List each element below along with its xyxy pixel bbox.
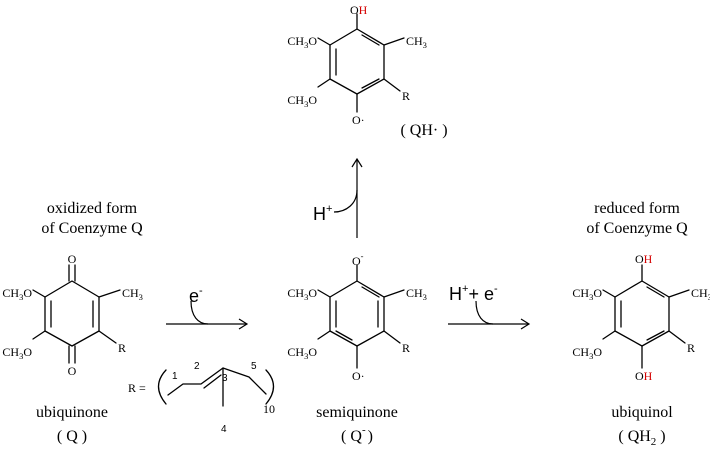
semiquinone-methyl: CH3 [406,286,427,302]
proton-electron-label: H++ e- [449,283,498,304]
ubiquinone-bottom-oxygen: O [68,364,77,378]
chain-carbon-number-3: 3 [222,373,228,384]
reduction-arrow-electron: e- [166,285,249,330]
semiquinone-name: semiquinone [316,404,398,421]
ubiquinol-bottom-hydroxyl: OH [635,369,653,383]
chain-carbon-number-4: 4 [221,424,227,435]
ubiquinone-r-group: R [118,341,126,355]
protonation-arrow-up: H+ [313,157,363,238]
isoprenoid-side-chain: R = 10 1 2 3 4 5 [128,361,275,435]
reduced-form-label-line2: of Coenzyme Q [586,220,688,237]
reduction-arrow-proton-electron: H++ e- [448,283,531,330]
ubiquinol-top-hydroxyl: OH [635,252,653,266]
r-equals-label: R = [128,381,146,395]
electron-label: e- [189,285,203,306]
ubiquinol-methoxy-top: CH3O [572,286,602,302]
ubiquinone-methoxy-top: CH3O [2,286,32,302]
chain-repeat-count: 10 [263,402,275,416]
ubiquinol-structure: OH OH CH3O CH3O CH3 R [572,252,710,383]
radical-bottom-oxygen: O· [352,113,365,127]
radical-methoxy-bottom: CH3O [287,93,317,109]
semiquinone-bottom-oxygen: O· [352,369,365,383]
semiquinone-methoxy-bottom: CH3O [287,345,317,361]
radical-methoxy-top: CH3O [287,34,317,50]
radical-ring [329,28,385,95]
ubiquinone-structure: O O CH3O CH3O CH3 R [2,252,143,378]
ubiquinone-methyl: CH3 [122,286,143,302]
semiquinone-top-oxygen: O- [352,251,364,268]
ubiquinol-abbr: ( QH2 ) [618,428,665,448]
radical-abbr: ( QH· ) [400,122,447,139]
semiquinone-structure: O- O· CH3O CH3O CH3 R [287,251,427,383]
oxidized-form-label-line2: of Coenzyme Q [41,220,143,237]
reduced-form-label-line1: reduced form [594,200,680,217]
ubiquinol-name: ubiquinol [611,404,673,421]
semiquinone-abbr: ( Q-) [341,424,373,445]
semiquinone-methoxy-top: CH3O [287,286,317,302]
radical-methyl: CH3 [406,34,427,50]
chain-carbon-number-2: 2 [194,361,200,372]
ubiquinone-abbr: ( Q ) [57,428,87,445]
left-bracket [157,369,167,405]
semiquinone-ring [329,280,385,347]
oxidized-form-label-line1: oxidized form [47,200,138,217]
ubiquinone-ring [44,280,100,347]
chain-bonds [167,367,267,396]
ubiquinone-methoxy-bottom: CH3O [2,345,32,361]
chain-carbon-number-1: 1 [172,371,178,382]
radical-r-group: R [402,89,410,103]
radical-hydroxyl: OH [350,3,368,17]
ubiquinol-methyl: CH3 [691,286,710,302]
ubiquinol-r-group: R [687,341,695,355]
proton-label-up: H+ [313,203,332,224]
right-bracket [265,369,275,405]
radical-structure: OH O· CH3O CH3O CH3 R [287,3,427,127]
ubiquinone-name: ubiquinone [36,404,108,421]
chain-carbon-number-5: 5 [251,361,257,372]
ubiquinol-ring [614,280,670,347]
ubiquinone-top-oxygen: O [68,252,77,266]
semiquinone-r-group: R [402,341,410,355]
ubiquinol-methoxy-bottom: CH3O [572,345,602,361]
